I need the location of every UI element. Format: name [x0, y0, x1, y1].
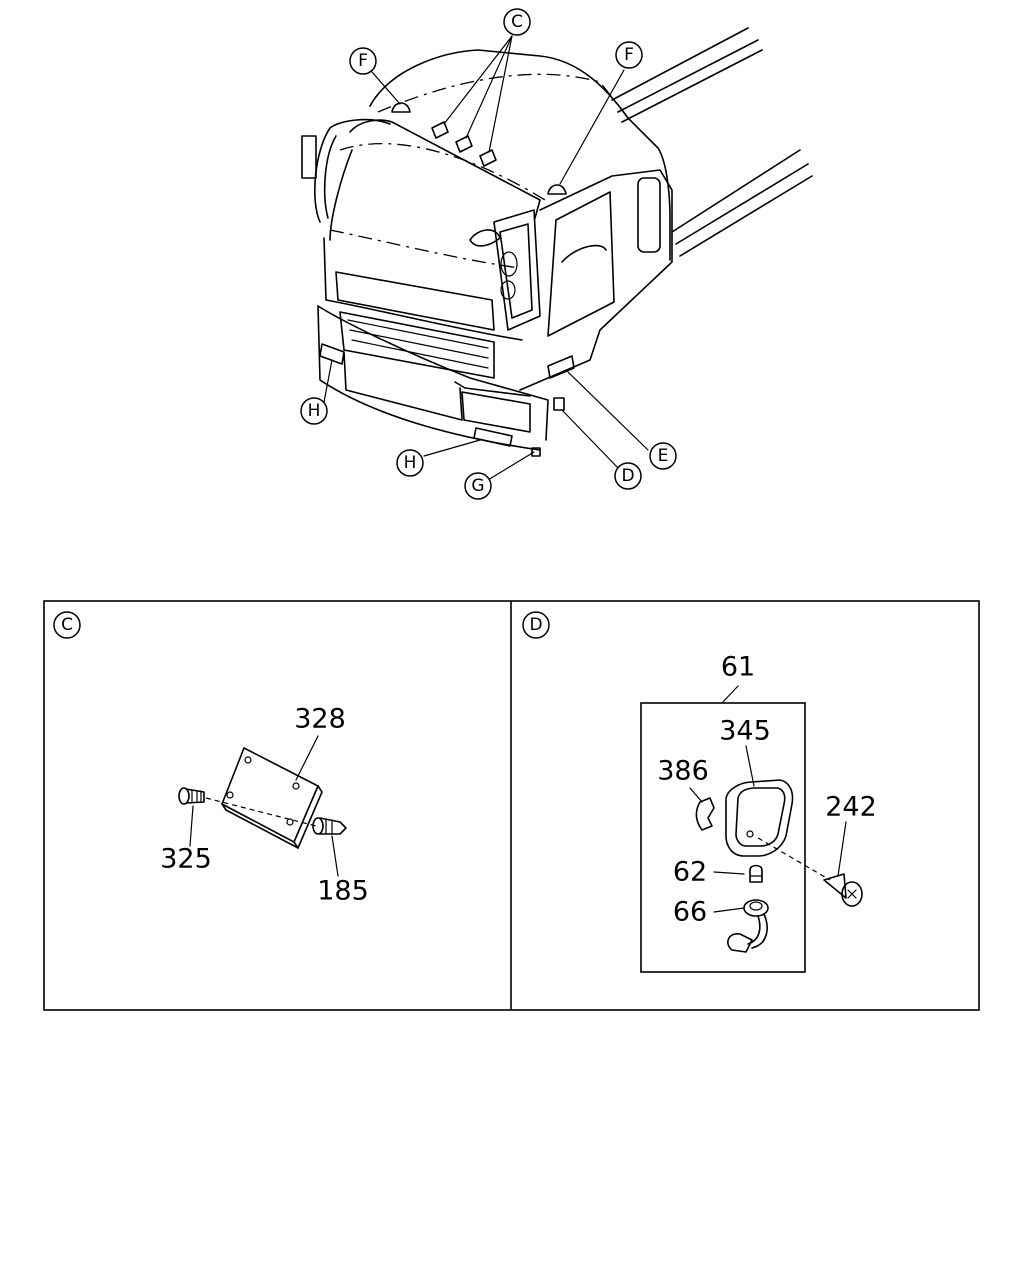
callout-f-left: F — [349, 47, 377, 75]
leader-242 — [837, 821, 847, 877]
leader-62 — [713, 871, 745, 875]
callout-h-left-label: H — [308, 401, 321, 421]
callout-d: D — [614, 462, 642, 490]
callout-e: E — [649, 442, 677, 470]
callout-g: G — [464, 472, 492, 500]
part-325-screw — [178, 787, 205, 805]
callout-c-label: C — [511, 12, 523, 32]
leader-66 — [713, 907, 745, 913]
part-185-clip — [312, 817, 347, 835]
callout-d-label: D — [621, 466, 634, 486]
detail-d-centerline — [757, 837, 831, 881]
part-number-345: 345 — [719, 716, 771, 747]
part-number-185: 185 — [317, 876, 369, 907]
callout-h-left: H — [300, 397, 328, 425]
part-number-62: 62 — [673, 857, 707, 888]
leader-386 — [689, 787, 703, 803]
part-386-clip — [695, 797, 715, 831]
part-328-plate — [221, 747, 323, 849]
part-345-lamp-housing — [725, 779, 794, 857]
part-62-bulb — [749, 864, 763, 883]
leader-325 — [189, 805, 194, 847]
part-66-socket — [727, 899, 769, 953]
callout-c: C — [503, 8, 531, 36]
truck-cab-illustration — [301, 27, 813, 457]
callout-f-right-label: F — [624, 45, 634, 65]
part-number-66: 66 — [673, 897, 707, 928]
part-242-screw — [823, 873, 863, 907]
detail-c-label: C — [61, 615, 73, 635]
detail-d-label: D — [529, 615, 542, 635]
callout-f-left-label: F — [358, 51, 368, 71]
part-number-61: 61 — [721, 652, 755, 683]
callout-h-bottom-label: H — [404, 453, 417, 473]
part-number-242: 242 — [825, 792, 877, 823]
detail-c-centerline — [205, 797, 317, 827]
leader-185 — [331, 835, 339, 877]
callout-g-label: G — [471, 476, 484, 496]
part-number-325: 325 — [160, 844, 212, 875]
detail-d-panel: D — [522, 611, 877, 973]
part-number-386: 386 — [657, 756, 709, 787]
callout-e-label: E — [658, 446, 669, 466]
detail-c-callout: C — [53, 611, 81, 639]
overview-leader-lines — [323, 35, 649, 481]
leader-328 — [295, 735, 319, 781]
leader-345 — [745, 745, 755, 787]
detail-panels-frame — [43, 600, 980, 1011]
leader-61 — [721, 685, 739, 704]
callout-f-right: F — [615, 41, 643, 69]
detail-c-panel: C 328 325 — [53, 611, 369, 907]
assembly-61-box — [640, 702, 806, 973]
detail-d-callout: D — [522, 611, 550, 639]
callout-h-bottom: H — [396, 449, 424, 477]
part-number-328: 328 — [294, 704, 346, 735]
